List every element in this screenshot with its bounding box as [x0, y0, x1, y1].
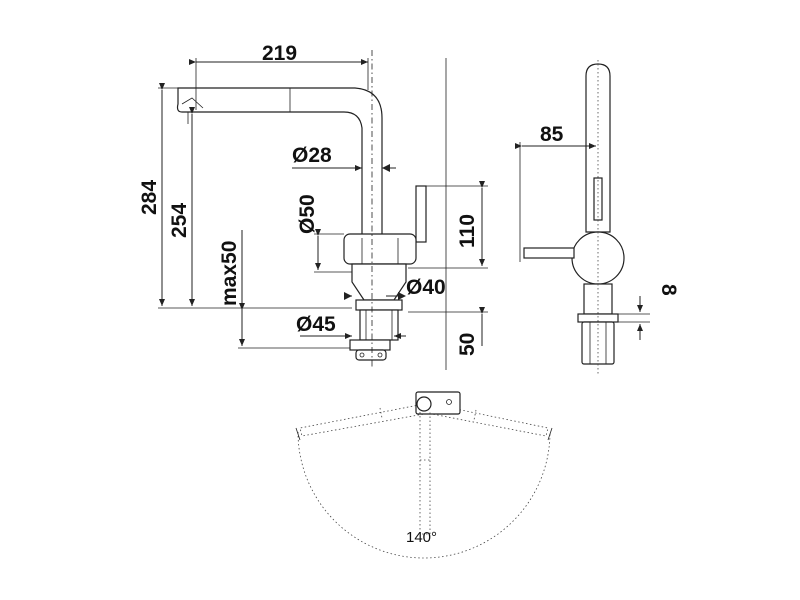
front-view: 219 284 254 max50 Ø28 Ø50 Ø40 Ø45 110	[138, 42, 488, 370]
side-view: 85 8	[515, 60, 680, 374]
dim-110-label: 110	[456, 214, 479, 248]
dim-dia40-label: Ø40	[406, 276, 446, 299]
dim-85-label: 85	[540, 123, 564, 146]
dim-8-label: 8	[657, 284, 680, 296]
dim-dia50-label: Ø50	[296, 194, 319, 234]
dim-284-label: 284	[138, 180, 161, 215]
dim-max50-label: max50	[218, 241, 241, 306]
dim-dia45-label: Ø45	[296, 313, 336, 336]
dim-50-label: 50	[456, 333, 479, 356]
angle-140-label: 140°	[406, 529, 437, 546]
top-view: 140°	[295, 391, 553, 559]
dim-254-label: 254	[168, 203, 191, 238]
dim-dia28-label: Ø28	[292, 144, 332, 167]
dim-219-label: 219	[262, 42, 297, 65]
